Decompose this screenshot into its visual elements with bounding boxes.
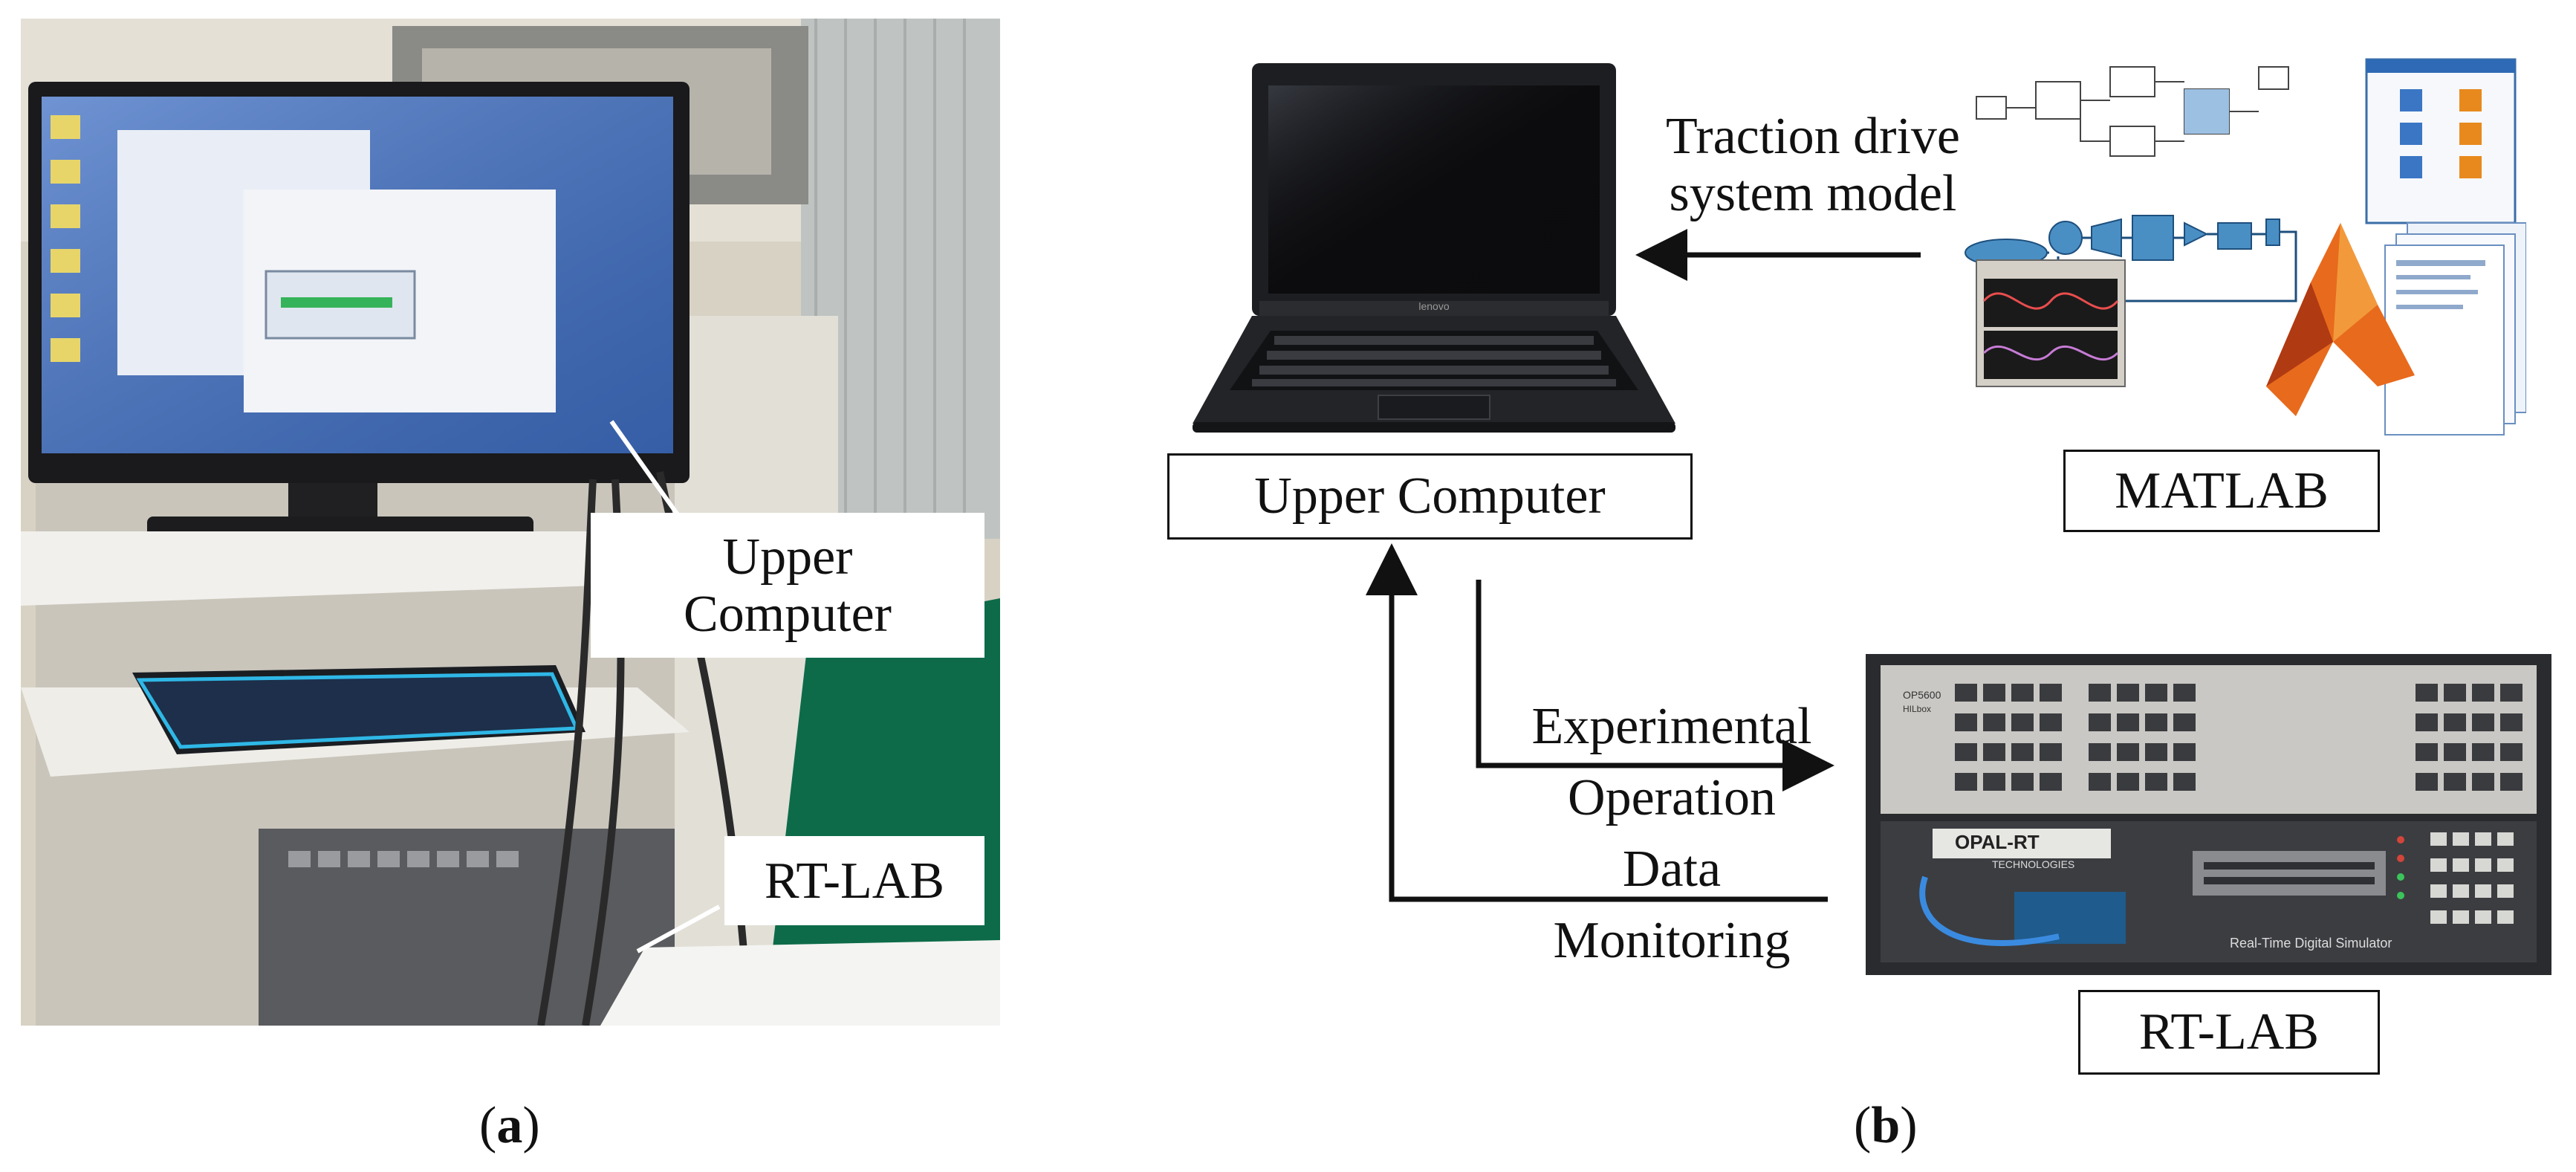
flow-text-line2: Operation [1568, 768, 1776, 826]
upper-computer-label: Upper Computer [1254, 467, 1606, 525]
photo-label-rtlab: RT-LAB [724, 836, 984, 925]
rtlab-box: RT-LAB [2078, 990, 2380, 1075]
rtlab-hardware-illustration: OP5600 HILbox OPAL-RT TECHNOLOGIES Real-… [1866, 654, 2551, 975]
panel-a-tag-letter: a [496, 1097, 523, 1154]
rj45-ports-top [1955, 684, 2523, 791]
lab-photo-illustration [21, 19, 1000, 1026]
flow-text: Experimental Operation Data Monitoring [1501, 691, 1843, 977]
panel-a-tag-open: ( [479, 1097, 497, 1154]
matlab-simulink-montage [1962, 37, 2527, 438]
arrow-upper-to-rtlab [1476, 580, 1834, 791]
matlab-label: MATLAB [2115, 462, 2329, 519]
flow-text-line3: Data [1622, 840, 1722, 898]
photo-lab-setup [21, 19, 1000, 1026]
panel-b-tag-close: ) [1900, 1097, 1918, 1154]
opal-logo: OPAL-RT [1955, 831, 2040, 853]
model-text-line2: system model [1669, 165, 1957, 222]
panel-a-tag: (a) [479, 1096, 540, 1156]
photo-label-upper-line1: Upper [722, 528, 853, 586]
opal-sub: TECHNOLOGIES [1992, 858, 2074, 870]
chassis-model: OP5600 [1903, 689, 1941, 701]
simulator-caption: Real-Time Digital Simulator [2230, 936, 2392, 951]
photo-label-upper-line2: Computer [684, 585, 892, 643]
laptop-illustration: lenovo [1193, 59, 1675, 438]
panel-b-tag-open: ( [1854, 1097, 1872, 1154]
matlab-box: MATLAB [2063, 450, 2380, 532]
laptop-brand: lenovo [1418, 300, 1449, 312]
panel-b-tag: (b) [1854, 1096, 1918, 1156]
panel-a-tag-close: ) [522, 1097, 540, 1154]
rtlab-label: RT-LAB [2138, 1003, 2320, 1061]
flow-text-line4: Monitoring [1553, 911, 1791, 969]
panel-b-tag-letter: b [1871, 1097, 1901, 1154]
chassis-sub: HILbox [1903, 704, 1931, 714]
model-text: Traction drive system model [1631, 108, 1995, 222]
upper-computer-box: Upper Computer [1167, 453, 1693, 540]
arrow-rtlab-to-upper [1366, 543, 1828, 902]
flow-text-line1: Experimental [1531, 698, 1812, 755]
model-text-line1: Traction drive [1666, 108, 1960, 165]
photo-label-upper-computer: Upper Computer [591, 513, 984, 658]
photo-label-rtlab-text: RT-LAB [764, 852, 945, 910]
